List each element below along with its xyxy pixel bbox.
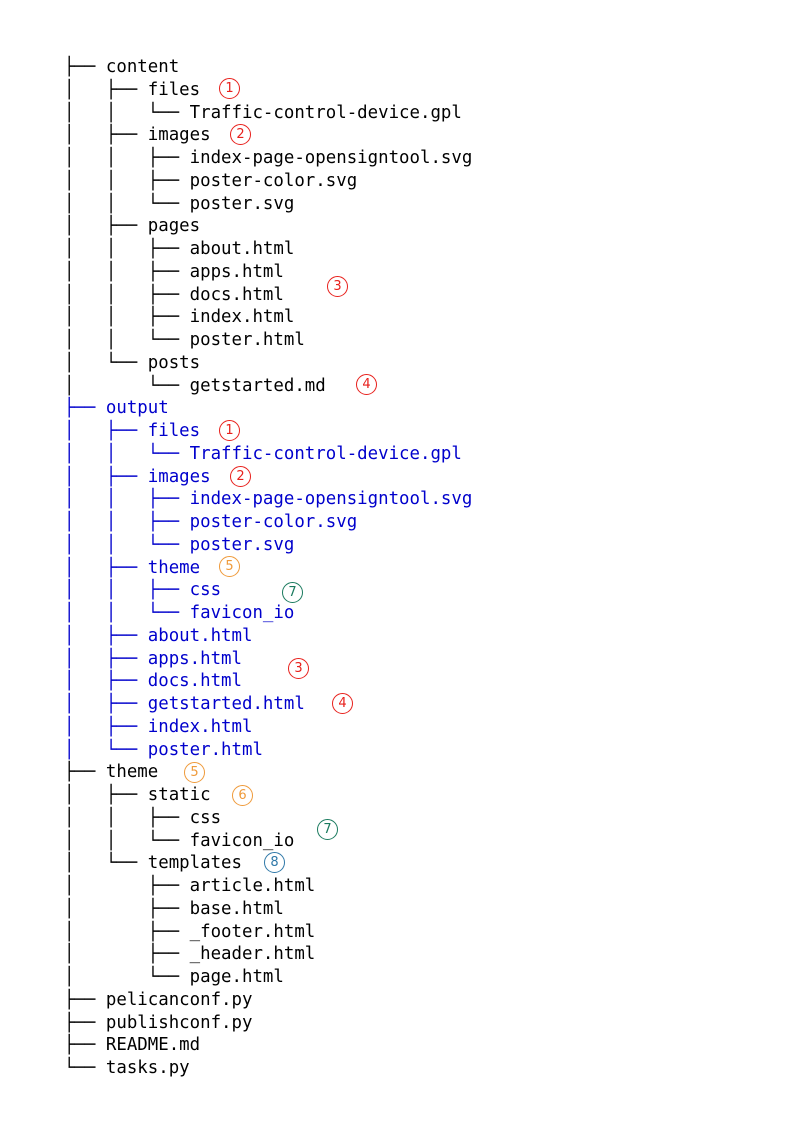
tree-line: ├── README.md bbox=[64, 1035, 201, 1056]
tree-line: ├── pelicanconf.py bbox=[64, 989, 253, 1010]
callout-badge: 3 bbox=[288, 658, 309, 679]
tree-line: │ ├── getstarted.html bbox=[64, 694, 305, 714]
callout-number: 3 bbox=[333, 279, 342, 294]
tree-line: │ ├── images bbox=[64, 466, 211, 487]
callout-number: 7 bbox=[323, 822, 332, 837]
tree-line: │ └── page.html bbox=[64, 967, 284, 987]
callout-number: 1 bbox=[225, 423, 234, 438]
callout-badge: 5 bbox=[219, 556, 240, 577]
tree-line: │ └── poster.html bbox=[64, 739, 263, 760]
tree-line: │ ├── docs.html bbox=[64, 671, 242, 692]
tree-line: │ │ └── favicon_io bbox=[64, 603, 295, 623]
tree-line: │ ├── index.html bbox=[64, 716, 253, 737]
tree-line: ├── output bbox=[64, 398, 169, 419]
callout-badge: 4 bbox=[332, 693, 353, 714]
callout-badge: 1 bbox=[219, 420, 240, 441]
tree-line: │ ├── theme bbox=[64, 557, 201, 578]
tree-line: │ └── templates bbox=[64, 853, 242, 874]
tree-line: │ │ ├── css bbox=[64, 580, 222, 601]
tree-line: │ │ ├── poster-color.svg bbox=[64, 170, 358, 191]
tree-line: │ ├── article.html bbox=[64, 876, 316, 896]
tree-line: │ │ ├── index-page-opensigntool.svg bbox=[64, 489, 473, 510]
callout-badge: 1 bbox=[219, 78, 240, 99]
tree-line: │ │ └── poster.svg bbox=[64, 534, 295, 555]
tree-line: │ ├── files bbox=[64, 421, 201, 441]
tree-line: ├── theme bbox=[64, 762, 159, 783]
tree-line: │ ├── static bbox=[64, 785, 211, 805]
tree-line: │ ├── pages bbox=[64, 216, 201, 237]
tree-line: │ └── posts bbox=[64, 352, 201, 373]
callout-number: 3 bbox=[294, 661, 303, 676]
callout-number: 4 bbox=[362, 377, 371, 392]
callout-number: 2 bbox=[236, 469, 245, 484]
callout-badge: 5 bbox=[184, 762, 205, 783]
tree-line: │ │ └── poster.html bbox=[64, 330, 305, 350]
tree-line: │ │ └── Traffic-control-device.gpl bbox=[64, 102, 462, 123]
callout-badge: 3 bbox=[327, 276, 348, 297]
callout-number: 7 bbox=[288, 585, 297, 600]
tree-line: │ ├── files bbox=[64, 79, 201, 100]
tree-line: │ ├── apps.html bbox=[64, 648, 242, 669]
tree-line: │ │ └── poster.svg bbox=[64, 193, 295, 214]
tree-line: ├── publishconf.py bbox=[64, 1012, 253, 1033]
callout-number: 8 bbox=[270, 855, 279, 870]
tree-line: │ │ ├── docs.html bbox=[64, 284, 284, 305]
callout-badge: 6 bbox=[232, 785, 253, 806]
callout-badge: 7 bbox=[282, 582, 303, 603]
callout-badge: 2 bbox=[230, 124, 251, 145]
tree-line: │ │ ├── css bbox=[64, 807, 222, 828]
tree-line: │ └── getstarted.md bbox=[64, 375, 326, 396]
callout-badge: 7 bbox=[317, 819, 338, 840]
tree-line: │ │ ├── poster-color.svg bbox=[64, 512, 358, 532]
tree-line: │ │ ├── apps.html bbox=[64, 261, 284, 282]
tree-line: │ ├── about.html bbox=[64, 625, 253, 646]
tree-line: └── tasks.py bbox=[64, 1058, 190, 1078]
callout-number: 5 bbox=[190, 765, 199, 780]
tree-line: │ ├── _header.html bbox=[64, 944, 316, 965]
tree-line: │ │ └── Traffic-control-device.gpl bbox=[64, 443, 462, 464]
tree-line: │ │ ├── index.html bbox=[64, 307, 295, 328]
callout-badge: 4 bbox=[356, 374, 377, 395]
callout-number: 4 bbox=[338, 696, 347, 711]
tree-line: │ │ ├── about.html bbox=[64, 239, 295, 259]
tree-line: │ ├── _footer.html bbox=[64, 921, 316, 942]
callout-badge: 2 bbox=[230, 466, 251, 487]
tree-line: │ ├── base.html bbox=[64, 898, 284, 919]
tree-line: │ │ └── favicon_io bbox=[64, 830, 295, 851]
tree-line: │ │ ├── index-page-opensigntool.svg bbox=[64, 148, 473, 168]
tree-line: ├── content bbox=[64, 57, 180, 77]
tree-line: │ ├── images bbox=[64, 125, 211, 146]
callout-number: 2 bbox=[236, 127, 245, 142]
callout-badge: 8 bbox=[264, 852, 285, 873]
callout-number: 6 bbox=[238, 788, 247, 803]
callout-number: 5 bbox=[225, 559, 234, 574]
callout-number: 1 bbox=[225, 81, 234, 96]
